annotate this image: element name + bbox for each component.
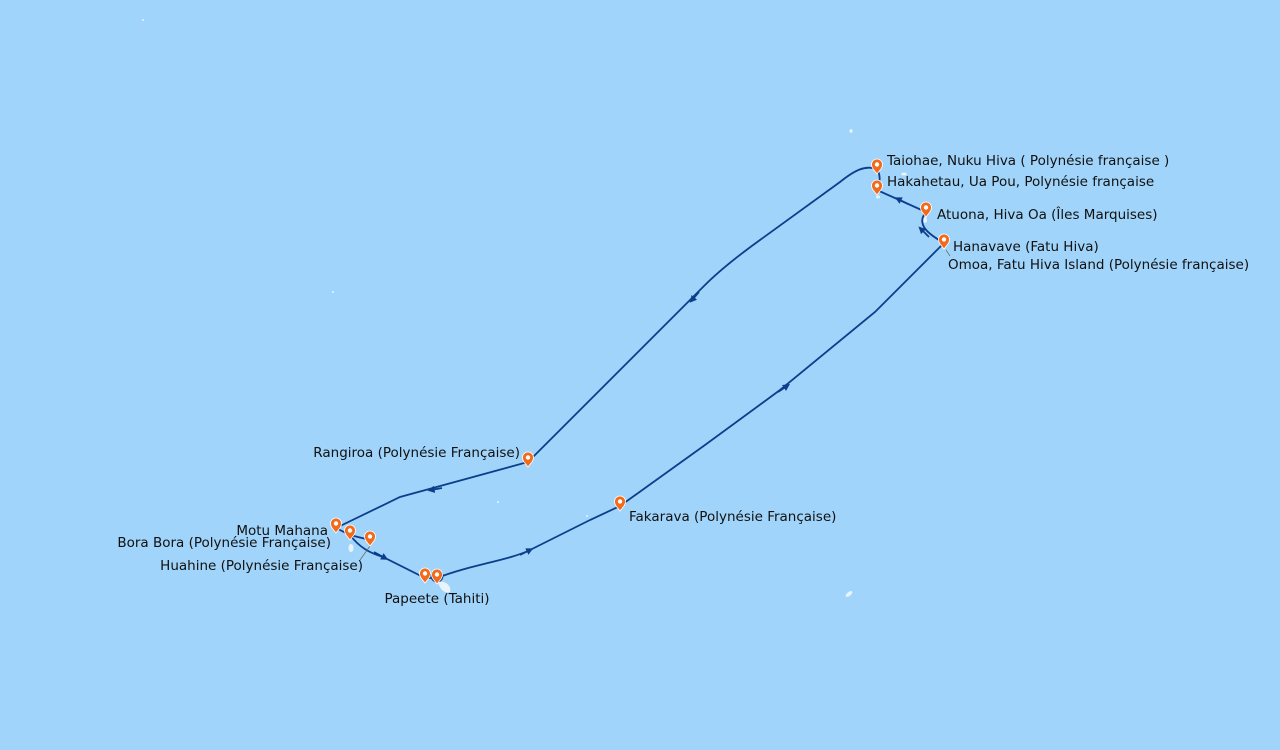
port-marker-bora-bora[interactable] xyxy=(344,524,356,541)
port-label-motu-mahana: Motu Mahana xyxy=(236,523,328,539)
port-label-papeete: Papeete (Tahiti) xyxy=(384,591,489,607)
port-label-fakarava: Fakarava (Polynésie Française) xyxy=(629,509,836,525)
port-label-taiohae: Taiohae, Nuku Hiva ( Polynésie française… xyxy=(886,153,1169,169)
islands xyxy=(142,19,927,597)
port-label-atuona: Atuona, Hiva Oa (Îles Marquises) xyxy=(937,205,1158,223)
port-marker-taiohae[interactable] xyxy=(871,158,883,175)
port-marker-hakahetau[interactable] xyxy=(871,179,883,196)
route-direction-arrows xyxy=(373,197,930,560)
port-label-hakahetau: Hakahetau, Ua Pou, Polynésie française xyxy=(887,174,1154,190)
port-marker-huahine[interactable] xyxy=(364,530,376,547)
port-label-omoa: Omoa, Fatu Hiva Island (Polynésie frança… xyxy=(948,257,1249,273)
port-label-hanavave: Hanavave (Fatu Hiva) xyxy=(953,239,1099,255)
port-marker-rangiroa[interactable] xyxy=(522,451,534,468)
port-marker-atuona[interactable] xyxy=(920,201,932,218)
port-marker-papeete[interactable] xyxy=(430,568,444,585)
port-label-rangiroa: Rangiroa (Polynésie Française) xyxy=(313,445,520,461)
port-label-bora-bora: Bora Bora (Polynésie Française) xyxy=(117,535,331,551)
label-leaders xyxy=(359,249,951,561)
port-label-huahine: Huahine (Polynésie Française) xyxy=(160,558,363,574)
port-marker-extra[interactable] xyxy=(419,567,431,584)
